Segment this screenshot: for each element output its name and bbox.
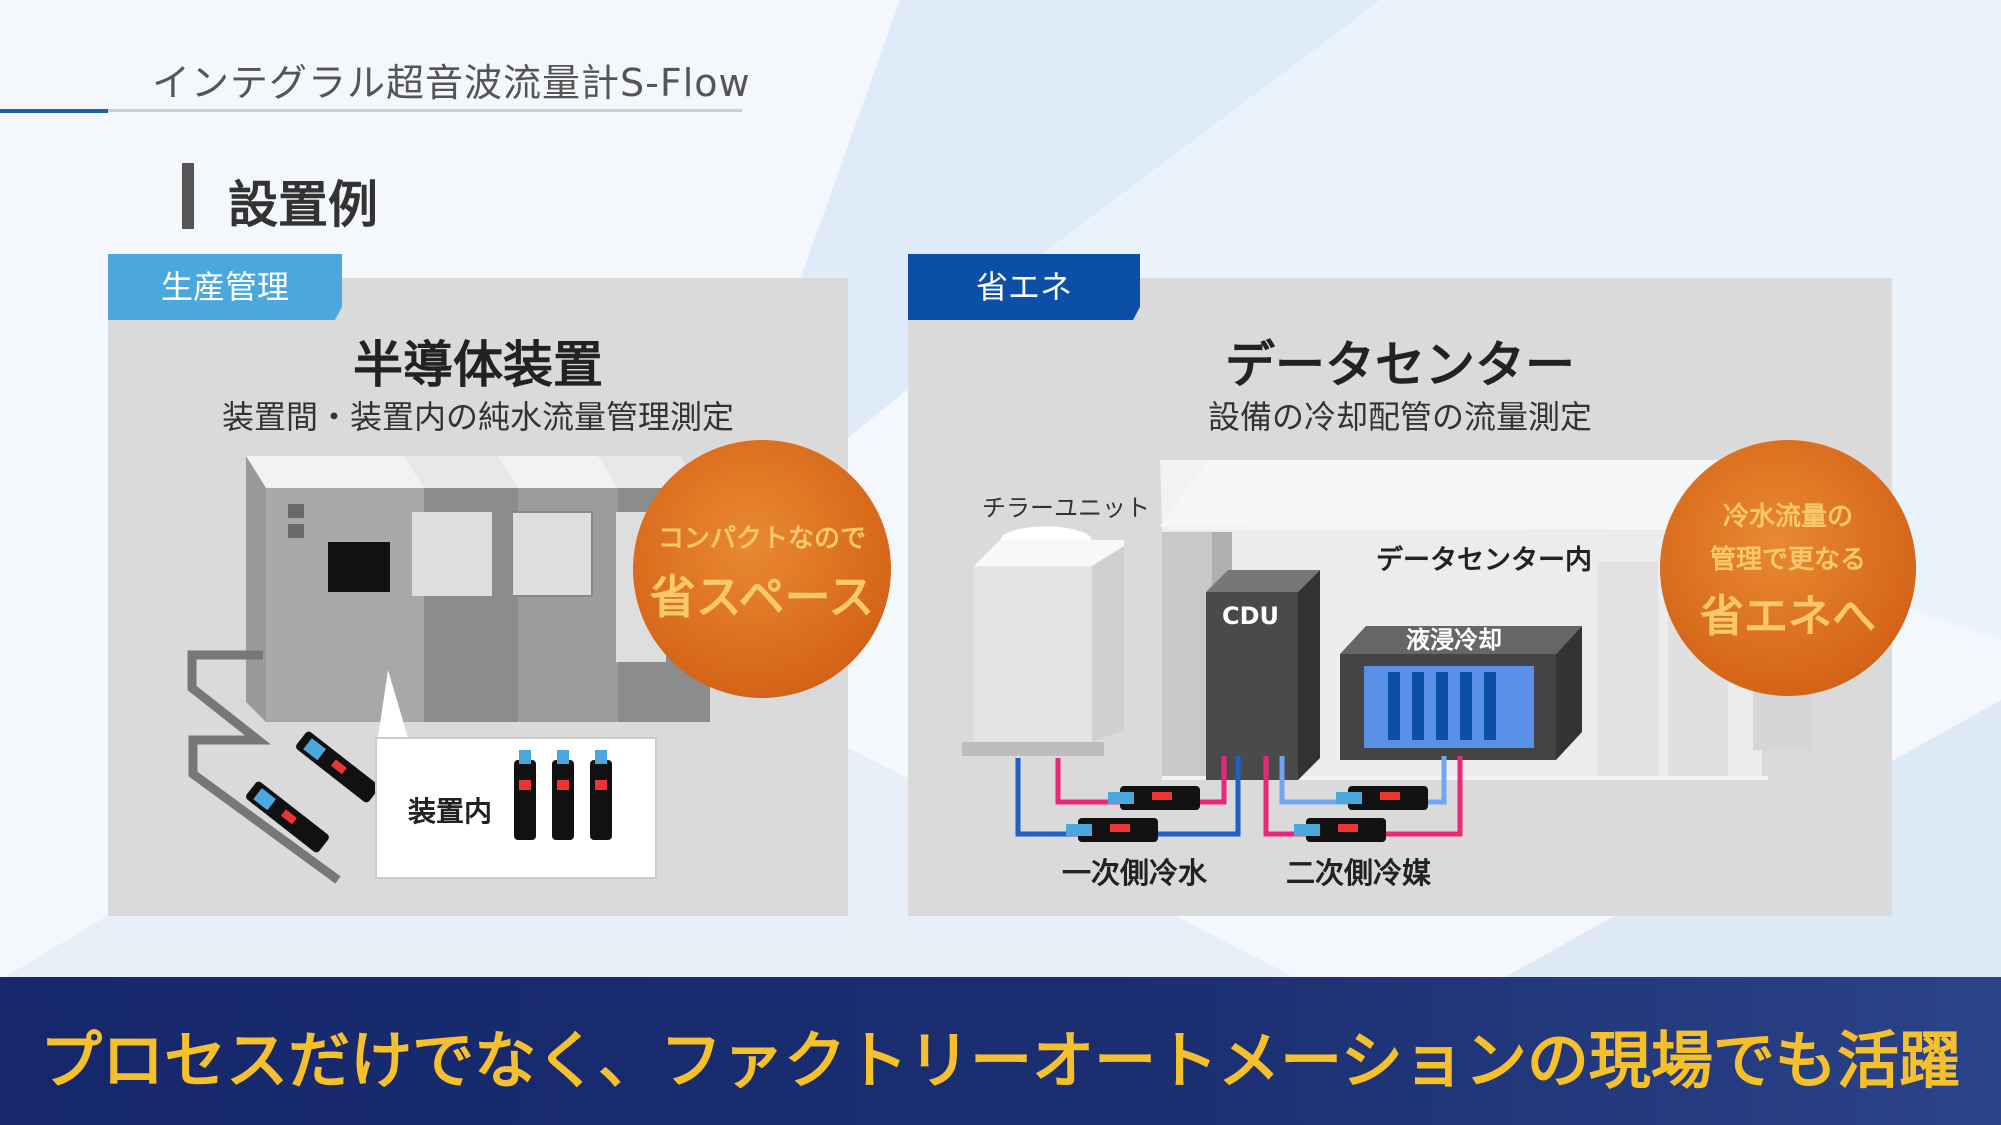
right-callout-line2: 管理で更なる: [1709, 545, 1866, 575]
right-panel-subtitle: 設備の冷却配管の流量測定: [1207, 398, 1592, 436]
left-panel-subtitle: 装置間・装置内の純水流量管理測定: [221, 398, 734, 436]
header-rule: [108, 109, 742, 112]
footer-banner: [0, 977, 2001, 1125]
primary-chilled-water-label: 一次側冷水: [1062, 856, 1208, 890]
chiller-label: チラーユニット: [982, 494, 1150, 522]
header-rule-accent: [0, 109, 108, 113]
right-panel-tag: 省エネ: [908, 254, 1140, 320]
data-center-illustration: [962, 460, 1813, 842]
inset-label: 装置内: [408, 795, 493, 828]
left-callout-badge: コンパクトなので 省スペース: [633, 440, 891, 698]
footer-message: プロセスだけでなく、ファクトリーオートメーションの現場でも活躍: [40, 1024, 1961, 1097]
left-panel-tag: 生産管理: [108, 254, 342, 320]
data-center-inside-label: データセンター内: [1376, 545, 1592, 576]
right-callout-badge: 冷水流量の 管理で更なる 省エネへ: [1660, 440, 1916, 696]
right-panel-title: データセンター: [1225, 336, 1575, 394]
right-callout-line3: 省エネへ: [1700, 591, 1876, 642]
cdu-label: CDU: [1222, 602, 1280, 630]
left-callout-line1: コンパクトなので: [657, 524, 866, 554]
section-marker: [182, 163, 194, 229]
secondary-coolant-label: 二次側冷媒: [1286, 856, 1432, 890]
header-title: インテグラル超音波流量計S-Flow: [152, 61, 751, 105]
right-callout-line1: 冷水流量の: [1722, 502, 1853, 532]
left-panel-title: 半導体装置: [353, 336, 603, 394]
immersion-cooling-label: 液浸冷却: [1406, 626, 1502, 654]
section-title: 設置例: [228, 176, 378, 234]
left-callout-line2: 省スペース: [649, 570, 875, 624]
